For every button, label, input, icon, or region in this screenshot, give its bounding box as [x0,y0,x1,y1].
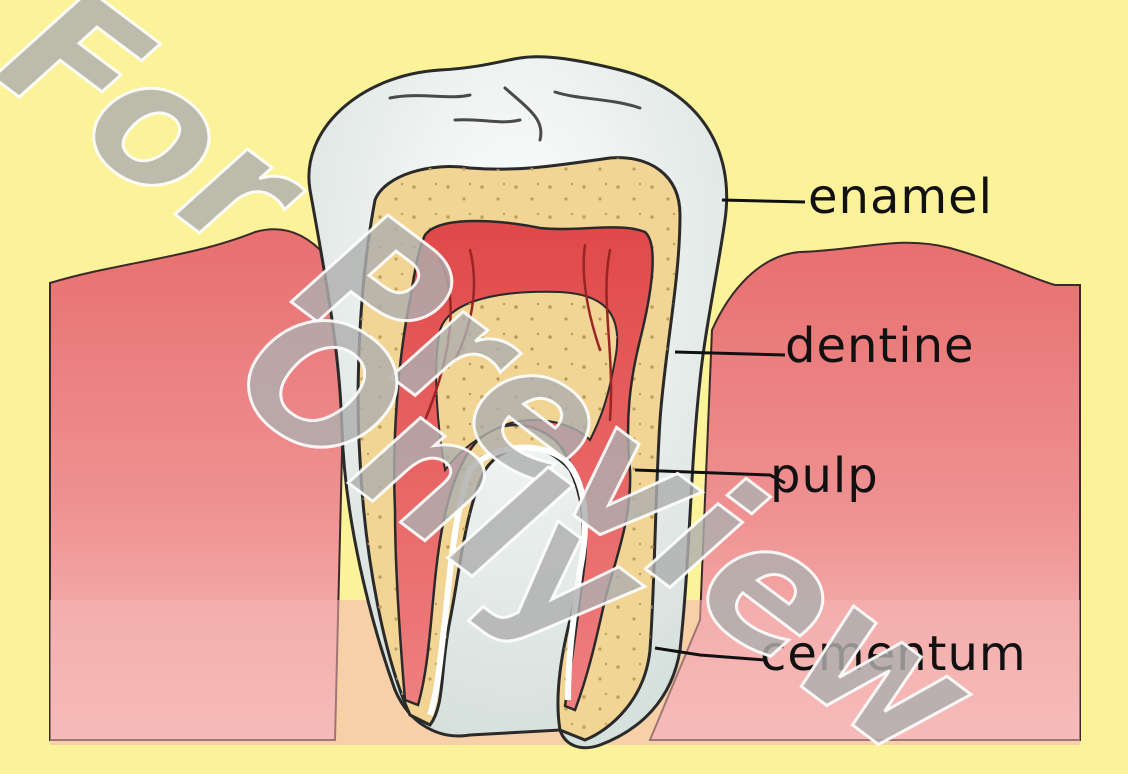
label-enamel: enamel [808,169,993,225]
enamel-leader [722,200,805,202]
label-dentine: dentine [785,318,975,374]
